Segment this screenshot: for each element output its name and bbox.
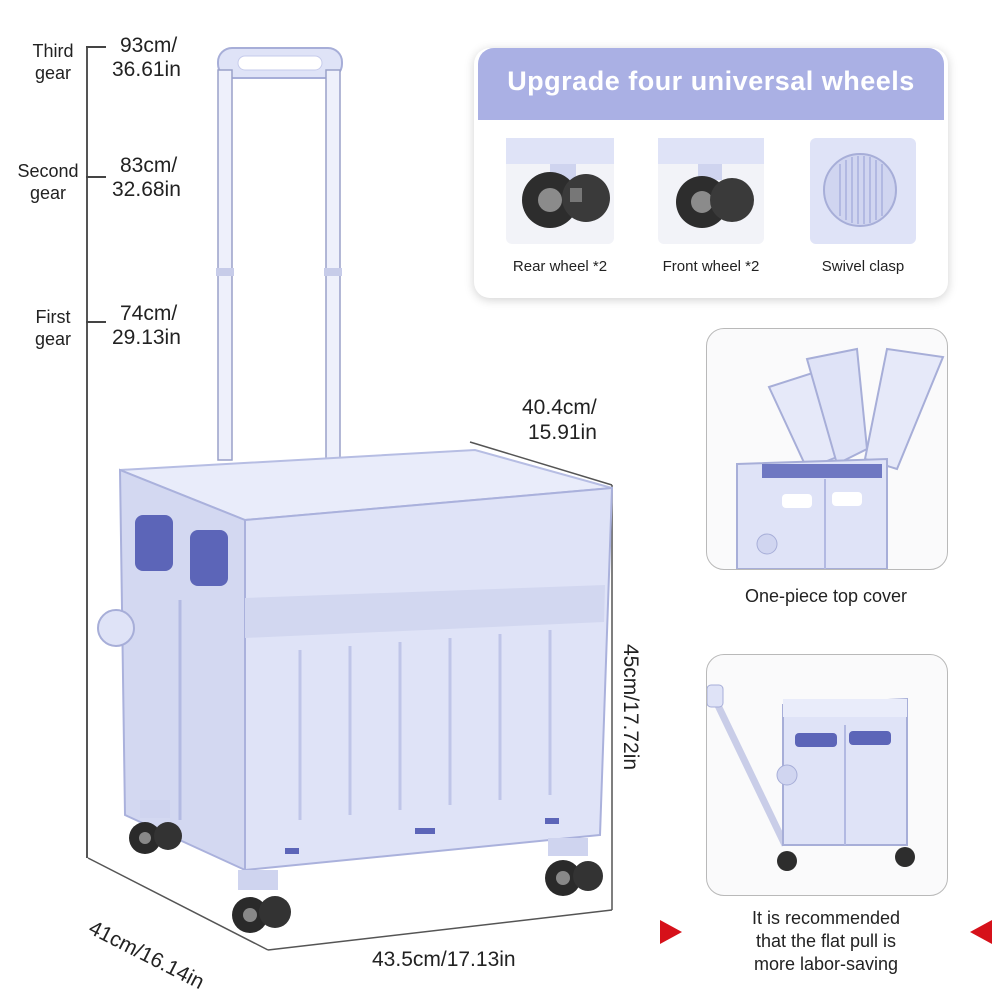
swivel-clasp-thumbnail [810,138,916,244]
arrow-left-icon [970,920,992,944]
front-wheel-left [232,870,291,933]
height-scale-line [86,46,88,858]
flat-pull-card [706,654,948,896]
storage-box [97,448,614,872]
gear-label-third: Third gear [32,41,74,83]
gear-value-third: 93cm/ 36.61in [112,34,181,81]
wheels-panel-title [478,48,944,120]
open-lid-illustration [736,347,945,569]
top-cover-caption: One-piece top cover [744,586,908,606]
swivel-clasp-caption: Swivel clasp [821,258,905,275]
gear-tick-second [86,176,106,178]
dimension-length: 43.5cm/17.13in [372,948,516,971]
wheels-panel-title-text: Upgrade four universal wheels [507,66,915,96]
rear-wheel-left [129,800,182,854]
top-cover-card [706,328,948,570]
gear-label-second: Second gear [17,161,79,203]
rear-wheel-caption: Rear wheel *2 [512,258,608,275]
gear-tick-first [86,321,106,323]
front-wheel-thumbnail [658,138,764,244]
front-wheel-caption: Front wheel *2 [662,258,760,275]
gear-value-second: 83cm/ 32.68in [112,154,181,201]
flat-pull-caption: It is recommended that the flat pull is … [751,908,901,974]
gear-tick-third [86,46,106,48]
dimension-width-top: 40.4cm/ 15.91in [522,396,597,444]
gear-label-first: First gear [34,307,72,349]
wheels-panel: Upgrade four universal wheels Rear wheel… [474,48,948,298]
gear-value-first: 74cm/ 29.13in [112,302,181,349]
telescopic-handle [216,47,343,461]
flat-pull-illustration [707,684,915,871]
dimension-height: 45cm/17.72in [619,643,642,771]
front-wheel-right [545,838,603,896]
rear-wheel-thumbnail [506,138,614,244]
arrow-right-icon [660,920,682,944]
trolley-cart-illustration [87,47,614,951]
